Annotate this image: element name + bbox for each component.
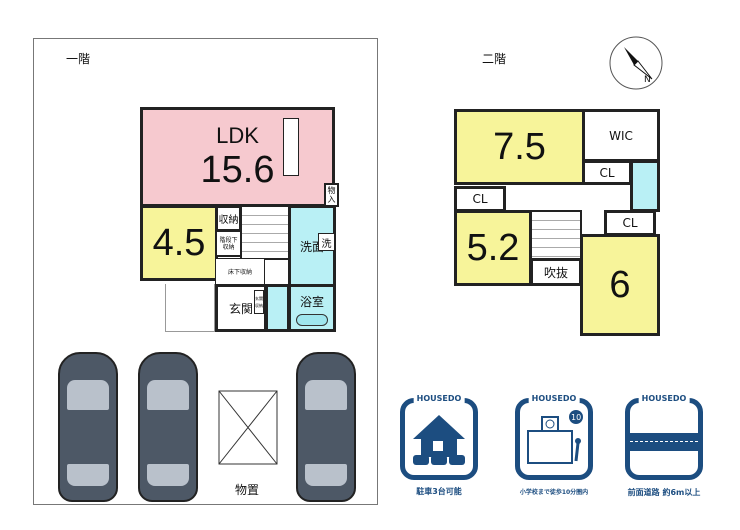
- car-icon: [138, 352, 198, 502]
- road-icon: [630, 433, 698, 451]
- brand-logo: HOUSEDO: [528, 394, 580, 403]
- closet-label: 物入: [324, 183, 339, 207]
- room-5-2: 5.2: [454, 210, 532, 286]
- entrance-storage: 玄関収納: [254, 290, 264, 314]
- toilet-1f: [265, 284, 290, 332]
- atrium: 吹抜: [530, 258, 582, 286]
- floor1-title: 一階: [66, 52, 91, 66]
- washer: 洗: [318, 233, 335, 251]
- house-cars-icon: [413, 415, 465, 465]
- ldk-room: LDK 15.6: [140, 107, 335, 207]
- ldk-size: 15.6: [200, 148, 275, 191]
- closet-2f-b: CL: [454, 186, 506, 212]
- shed-box: [218, 390, 278, 465]
- ldk-label: LDK: [216, 122, 259, 148]
- parking-badge: HOUSEDO: [400, 394, 478, 480]
- toilet-2f: [630, 160, 660, 212]
- room-4-5: 4.5: [140, 205, 218, 281]
- room-6: 6: [580, 234, 660, 336]
- brand-logo: HOUSEDO: [638, 394, 690, 403]
- wic: WIC: [582, 109, 660, 162]
- car-icon: [58, 352, 118, 502]
- brand-logo: HOUSEDO: [413, 394, 465, 403]
- first-floor-frame: [33, 38, 378, 505]
- room-7-5: 7.5: [454, 109, 585, 185]
- parking-caption: 駐車3台可能: [416, 487, 462, 496]
- compass-icon: N: [609, 36, 663, 90]
- kitchen-counter: [283, 118, 299, 176]
- car-icon: [296, 352, 356, 502]
- shed-label: 物置: [235, 483, 260, 497]
- minutes-badge: 10: [571, 413, 581, 422]
- staircase-2f: [530, 210, 582, 260]
- road-badge: HOUSEDO: [625, 394, 703, 480]
- closet-2f-c: CL: [604, 210, 656, 236]
- under-stairs-storage: 階段下収納: [215, 230, 242, 257]
- bathtub-icon: [296, 314, 328, 326]
- closet-2f-a: CL: [582, 160, 632, 185]
- road-caption: 前面道路 約6m以上: [627, 488, 701, 497]
- school-icon: 10: [527, 410, 583, 464]
- compass-north: N: [644, 75, 651, 85]
- storage: 収納: [215, 205, 242, 232]
- school-badge: HOUSEDO 10: [515, 394, 593, 480]
- school-caption: 小学校まで徒歩10分圏内: [519, 489, 589, 496]
- porch: [165, 284, 215, 332]
- staircase: [240, 205, 290, 260]
- bathroom: 浴室: [288, 284, 336, 332]
- underfloor-storage: 床下収納: [215, 258, 265, 286]
- floor2-title: 二階: [482, 52, 507, 66]
